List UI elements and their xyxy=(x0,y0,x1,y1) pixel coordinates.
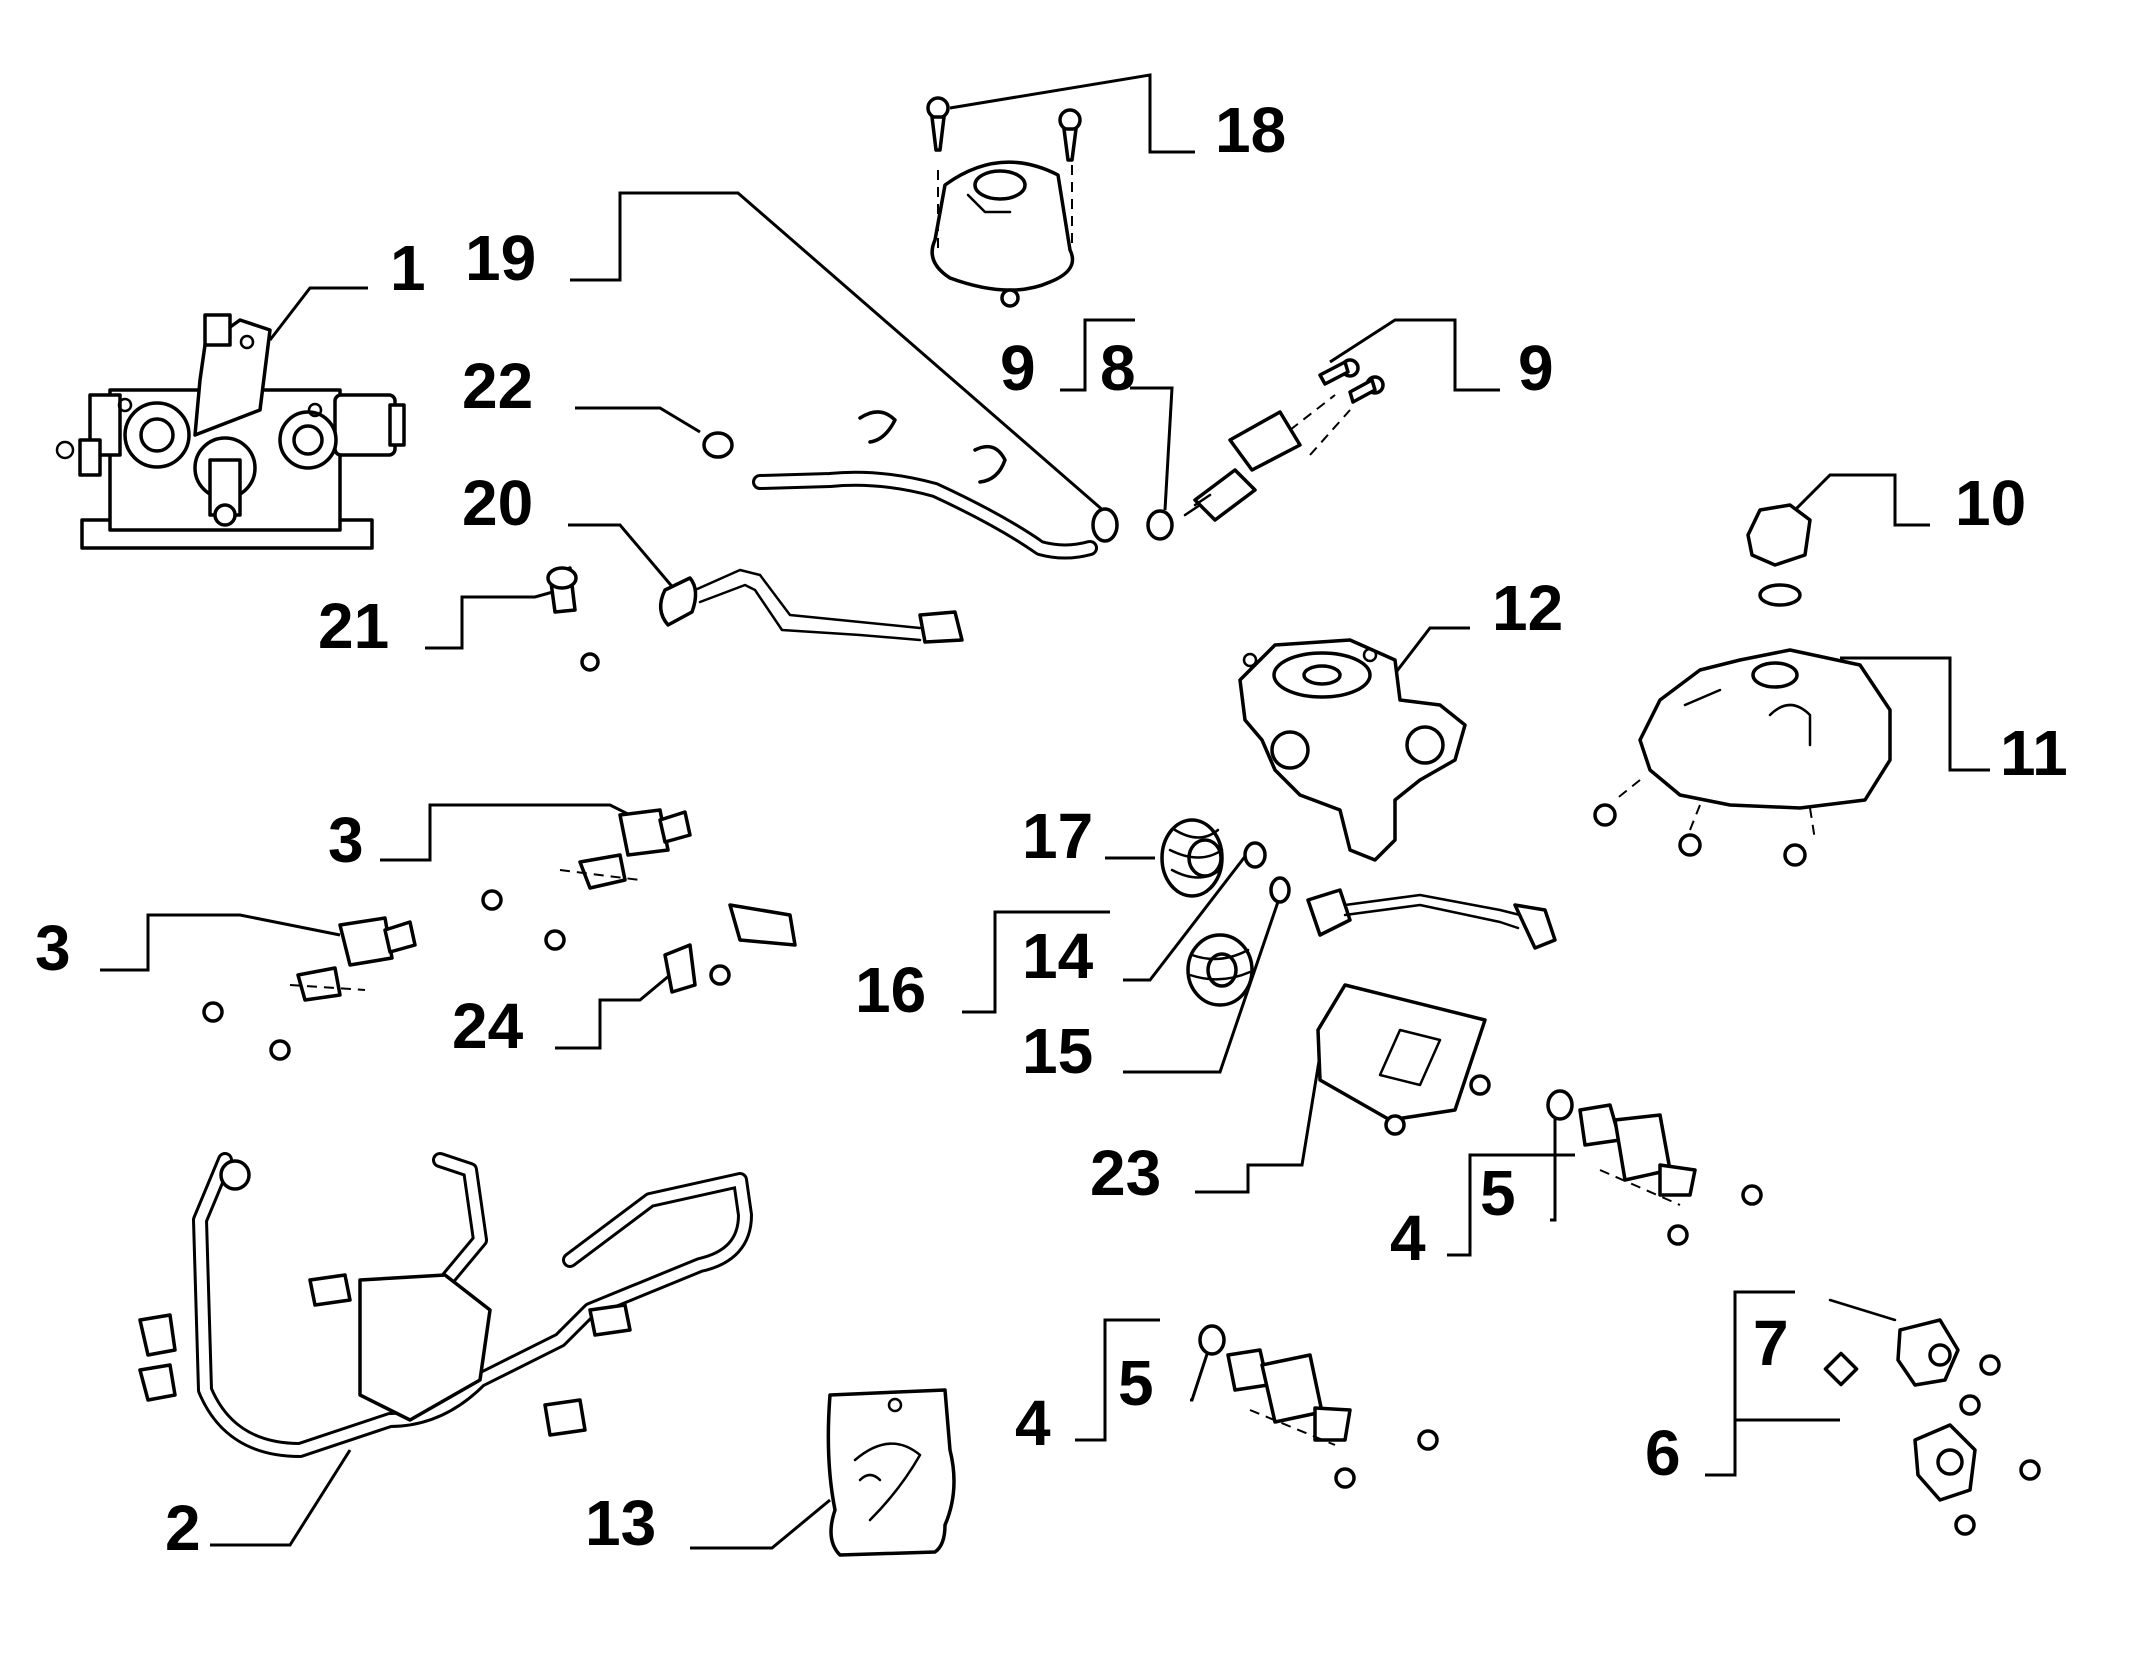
leader-16 xyxy=(962,910,1110,1014)
callout-16: 16 xyxy=(855,954,926,1026)
callout-22: 22 xyxy=(462,350,533,422)
leader-1 xyxy=(268,286,368,341)
leader-11 xyxy=(1840,656,1990,772)
callout-9-left: 9 xyxy=(1000,332,1036,404)
leader-23 xyxy=(1195,1054,1322,1194)
part-7-pad xyxy=(1823,1351,1859,1387)
callout-8: 8 xyxy=(1100,332,1136,404)
leader-12 xyxy=(1388,626,1470,681)
callout-1: 1 xyxy=(390,232,426,304)
part-8-oring xyxy=(1146,509,1174,541)
part-23-bracket xyxy=(1316,983,1491,1136)
part-14-oring xyxy=(1243,841,1267,869)
callout-7: 7 xyxy=(1753,1307,1789,1379)
part-11-reservoir xyxy=(1593,648,1892,867)
callout-9-right: 9 xyxy=(1518,332,1554,404)
part-3-valve-lower xyxy=(202,916,417,1061)
part-18-cover xyxy=(926,96,1082,308)
part-9-fitting xyxy=(1183,358,1385,522)
leader-5-center xyxy=(1190,1344,1212,1402)
part-20-pipe xyxy=(658,568,964,644)
leader-6 xyxy=(1705,1290,1795,1477)
leader-15 xyxy=(1123,889,1284,1074)
leader-5-right xyxy=(1550,1115,1557,1222)
part-10-cap xyxy=(1746,503,1812,607)
leader-3-lower xyxy=(100,913,341,972)
part-3-valve-upper xyxy=(481,808,692,951)
leader-21 xyxy=(425,588,561,650)
part-5-oring-center xyxy=(1198,1324,1226,1356)
callout-23: 23 xyxy=(1090,1137,1161,1209)
callout-17: 17 xyxy=(1022,800,1093,872)
leader-9-right xyxy=(1329,318,1500,392)
leader-4-center xyxy=(1075,1318,1160,1442)
callout-18: 18 xyxy=(1215,94,1286,166)
part-2-wiring-harness xyxy=(138,1152,753,1458)
part-1-pump-body xyxy=(55,313,406,550)
leader-10 xyxy=(1778,473,1930,527)
leader-2 xyxy=(210,1449,352,1547)
callout-15: 15 xyxy=(1022,1015,1093,1087)
callout-5-right: 5 xyxy=(1480,1157,1516,1229)
leader-8 xyxy=(1130,386,1174,511)
part-5-oring-right xyxy=(1546,1089,1574,1121)
part-24-bracket xyxy=(663,903,797,994)
callout-4-center: 4 xyxy=(1015,1387,1051,1459)
part-16-sensor xyxy=(1306,888,1557,950)
part-15-spring xyxy=(1186,933,1254,1007)
callout-19: 19 xyxy=(465,222,536,294)
leader-20 xyxy=(568,523,677,591)
part-16-oring xyxy=(1269,876,1291,904)
leader-22 xyxy=(575,406,701,434)
part-4-valve-right xyxy=(1578,1103,1763,1246)
callout-3-lower: 3 xyxy=(35,912,71,984)
leader-9-left xyxy=(1060,318,1135,392)
part-21-bolt xyxy=(546,566,600,672)
part-17-spring xyxy=(1160,818,1224,898)
part-12-actuator xyxy=(1238,638,1467,862)
callout-24: 24 xyxy=(452,990,524,1062)
callout-20: 20 xyxy=(462,467,533,539)
callout-11: 11 xyxy=(2000,717,2068,789)
callout-14: 14 xyxy=(1022,920,1094,992)
callout-labels: 1 2 3 3 4 4 5 5 6 7 8 9 9 10 11 12 13 14… xyxy=(35,94,2068,1564)
callout-5-center: 5 xyxy=(1118,1347,1154,1419)
callout-13: 13 xyxy=(585,1487,656,1559)
part-6-sensor-top xyxy=(1828,1298,2001,1416)
part-6-sensor-bottom xyxy=(1913,1423,2041,1536)
callout-12: 12 xyxy=(1492,572,1563,644)
part-19-hose xyxy=(702,410,1119,560)
leader-13 xyxy=(690,1498,831,1550)
leader-4-right xyxy=(1447,1153,1575,1257)
part-4-valve-center xyxy=(1226,1348,1439,1489)
leader-18 xyxy=(949,73,1195,154)
leader-3-upper xyxy=(380,803,641,862)
leader-14 xyxy=(1123,849,1252,982)
part-13-fluid-pack xyxy=(826,1388,956,1557)
leader-lines xyxy=(100,73,1990,1550)
leader-24 xyxy=(555,973,671,1050)
callout-3-upper: 3 xyxy=(328,804,364,876)
callout-2: 2 xyxy=(165,1492,201,1564)
leader-19 xyxy=(570,191,1106,514)
callout-10: 10 xyxy=(1955,467,2026,539)
callout-21: 21 xyxy=(318,590,389,662)
callout-4-right: 4 xyxy=(1390,1202,1426,1274)
callout-6: 6 xyxy=(1645,1417,1681,1489)
